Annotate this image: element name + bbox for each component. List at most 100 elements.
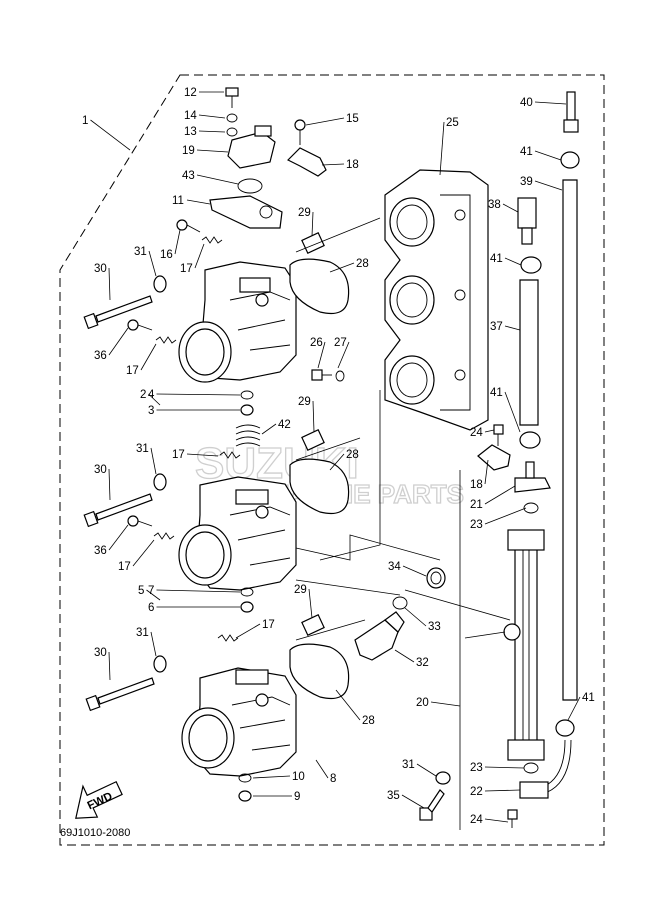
gasket-28-b (289, 458, 350, 515)
hose-39 (562, 179, 578, 701)
callout-41: 41 (490, 387, 503, 399)
leader-26 (317, 341, 326, 369)
callout-21: 21 (470, 499, 483, 511)
washer-10 (238, 773, 252, 783)
nut-3 (240, 404, 254, 416)
leader-11 (186, 199, 211, 205)
screw-24-a (493, 424, 504, 446)
washer-27 (335, 370, 345, 382)
washer-31-d (435, 771, 451, 785)
diagram-code: 69J1010-2080 (60, 827, 130, 839)
nut-9 (238, 790, 252, 802)
screw-12 (225, 87, 239, 108)
leader-30 (108, 651, 111, 681)
leader-27 (337, 341, 350, 369)
leader-19 (196, 149, 229, 153)
bolt-30-c (85, 677, 155, 712)
leader-17 (140, 343, 157, 371)
leader-30 (108, 267, 111, 301)
leader-4 (156, 393, 241, 396)
callout-28: 28 (346, 449, 359, 461)
callout-24: 24 (470, 814, 483, 826)
callout-37: 37 (490, 321, 503, 333)
assembly-boundary (59, 74, 605, 846)
leader-23 (484, 766, 525, 769)
callout-12: 12 (184, 87, 197, 99)
washer-31-a (153, 275, 167, 293)
clamp-41-c (519, 431, 541, 449)
spring-17-e (217, 634, 239, 642)
screw-26 (311, 369, 332, 381)
bracket-hole (259, 205, 273, 219)
callout-20: 20 (416, 697, 429, 709)
leader-42 (261, 423, 277, 435)
leader-17 (132, 539, 155, 567)
hose-37 (519, 279, 539, 426)
leader-8 (315, 759, 329, 779)
leader-10 (252, 775, 291, 779)
callout-4: 4 (148, 389, 155, 401)
screw-24-b (507, 809, 518, 828)
callout-28: 28 (356, 258, 369, 270)
callout-22: 22 (470, 786, 483, 798)
callout-15: 15 (346, 113, 359, 125)
leader-17 (235, 623, 261, 639)
leader-41 (504, 257, 522, 266)
callout-5: 5 (138, 585, 144, 597)
o-ring-43 (237, 178, 263, 194)
washer-4 (240, 390, 254, 400)
leader-41 (534, 150, 562, 161)
callout-43: 43 (182, 170, 195, 182)
joint-22 (519, 781, 549, 799)
leader-23 (484, 507, 527, 525)
leader-1 (90, 119, 131, 151)
callout-31: 31 (134, 246, 147, 258)
nut-6 (240, 601, 254, 613)
callout-36: 36 (94, 350, 107, 362)
washer-31-b (153, 473, 167, 491)
callout-34: 34 (388, 561, 401, 573)
clamp-41-a (560, 151, 580, 169)
callout-16: 16 (160, 249, 173, 261)
leader-17 (194, 243, 205, 269)
throttle-body-upper (178, 261, 297, 383)
spring-17-d (153, 532, 175, 540)
throttle-body-lower (181, 667, 297, 777)
leader-31 (416, 763, 437, 777)
callout-29: 29 (294, 584, 307, 596)
callout-32: 32 (416, 657, 429, 669)
washer-14 (226, 113, 238, 123)
gasket-28-a (289, 258, 350, 315)
fitting-40 (563, 91, 579, 133)
leader-31 (148, 250, 157, 277)
clamp-41-b (520, 256, 542, 274)
callout-36: 36 (94, 545, 107, 557)
callout-2: 2 (140, 389, 146, 401)
leader-33 (404, 607, 427, 627)
leader-24 (484, 818, 509, 823)
callout-25: 25 (446, 117, 459, 129)
screw-36-a (127, 319, 153, 331)
callout-23: 23 (470, 762, 483, 774)
leader-37 (504, 325, 521, 331)
clamp-18-a (286, 147, 327, 177)
leader-36 (108, 327, 129, 356)
leader-18 (321, 163, 345, 166)
spring-17-b (155, 336, 177, 344)
callout-30: 30 (94, 647, 107, 659)
screw-16 (176, 219, 201, 233)
callout-41: 41 (490, 253, 503, 265)
leader-28 (335, 689, 361, 721)
screw-15 (294, 119, 306, 145)
callout-13: 13 (184, 126, 197, 138)
callout-18: 18 (346, 159, 359, 171)
o-ring-23-b (523, 762, 539, 774)
leader-28 (329, 262, 355, 273)
collar-29-a (301, 232, 325, 254)
spring-17-c (219, 451, 241, 459)
leader-7 (156, 589, 241, 593)
callout-17: 17 (118, 561, 131, 573)
leader-18 (484, 459, 489, 485)
o-ring-33 (392, 596, 408, 610)
fuel-rail (503, 529, 545, 761)
